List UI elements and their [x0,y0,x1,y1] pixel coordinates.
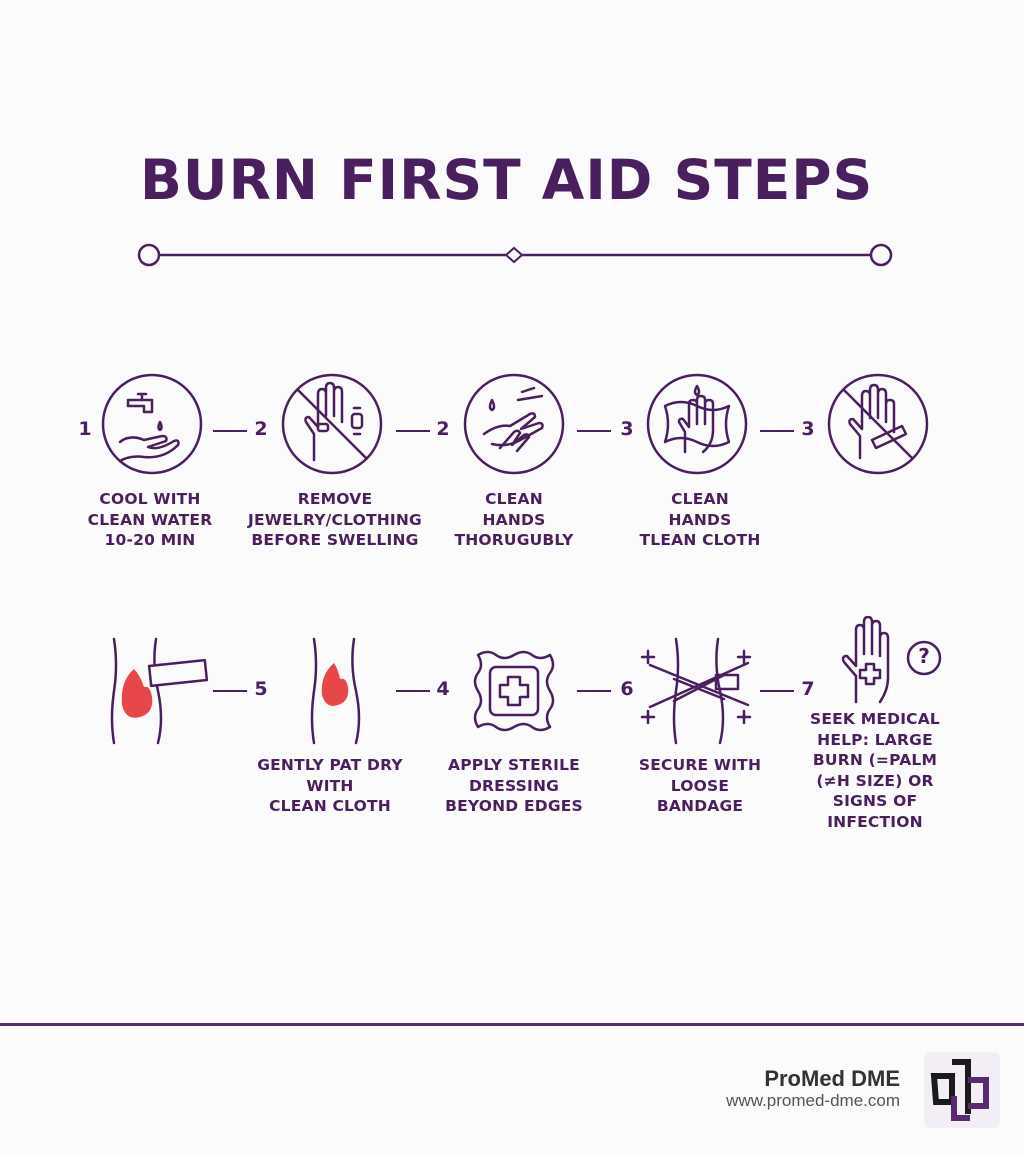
burned-arm-bandage-icon [106,635,210,751]
connector [760,690,794,692]
step-number: 3 [801,418,815,440]
hand-cloth-icon [645,372,749,480]
step-number: 6 [620,678,634,700]
medical-help-hand-icon [840,615,902,710]
connector [396,690,430,692]
footer-divider [0,1023,1024,1026]
connector [577,690,611,692]
step-number: 2 [254,418,268,440]
burned-arm-icon [306,635,366,751]
connector [213,430,247,432]
step-number: 4 [436,678,450,700]
question-mark: ? [918,644,930,668]
loose-bandage-icon [640,635,756,751]
no-jewelry-hand-icon [280,372,384,480]
question-icon: ? [906,640,942,676]
connector [396,430,430,432]
title-divider [137,243,893,267]
step-number: 7 [801,678,815,700]
page-title: BURN FIRST AID STEPS [140,148,874,212]
brand-name: ProMed DME [764,1066,900,1091]
connector [577,430,611,432]
step-number: 1 [78,418,92,440]
faucet-hand-icon [100,372,204,480]
connector [213,690,247,692]
washing-hands-icon [462,372,566,480]
no-hand-icon [826,372,930,480]
sterile-dressing-icon [468,645,560,741]
step-number: 3 [620,418,634,440]
step-number: 2 [436,418,450,440]
promed-logo-icon [924,1052,1000,1132]
step-number: 5 [254,678,268,700]
brand-url[interactable]: www.promed-dme.com [726,1091,900,1110]
connector [760,430,794,432]
